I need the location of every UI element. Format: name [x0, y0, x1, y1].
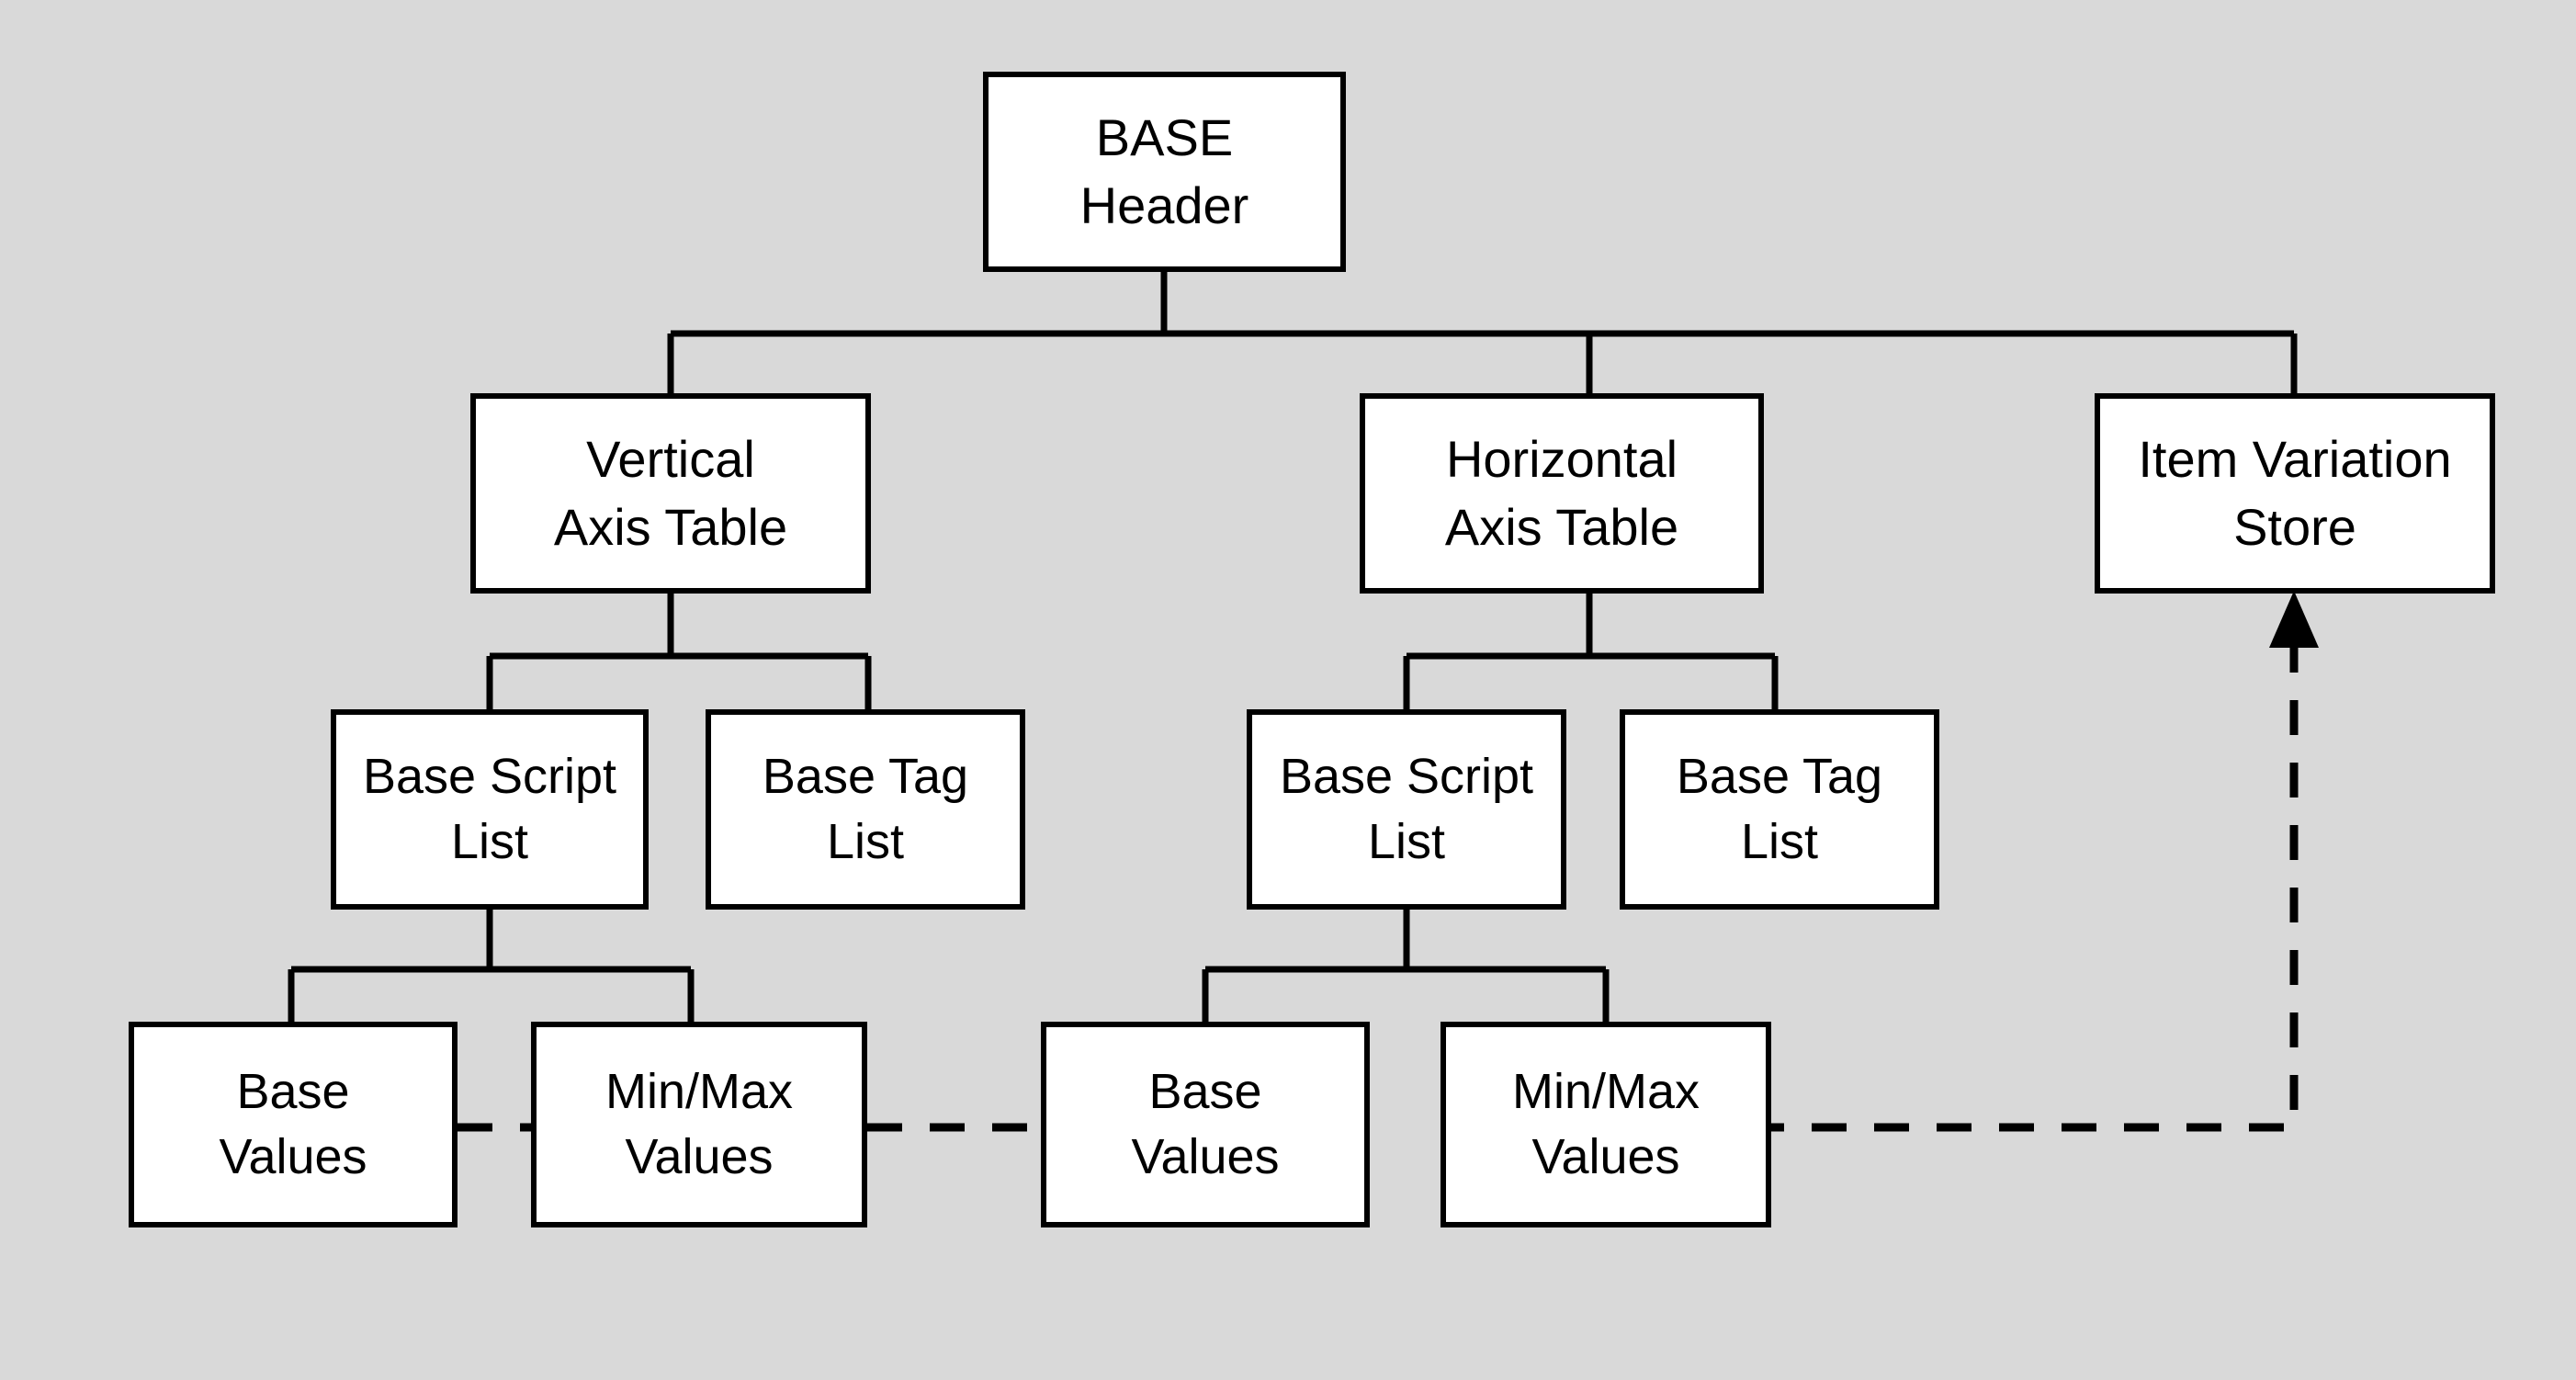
node-horizontal-base-tag-list-line2: List — [1740, 814, 1819, 869]
node-item-variation-store-line1: Item Variation — [2138, 430, 2452, 489]
node-vertical-base-script-list[interactable]: Base Script List — [331, 709, 649, 910]
node-vertical-minmax-values-line2: Values — [625, 1129, 774, 1184]
node-vertical-axis-table-line2: Axis Table — [553, 498, 788, 556]
node-horizontal-minmax-values-line2: Values — [1531, 1129, 1680, 1184]
node-vertical-base-tag-list-line1: Base Tag — [762, 748, 969, 804]
node-base-header-line2: Header — [1079, 176, 1249, 234]
node-horizontal-base-tag-list-line1: Base Tag — [1676, 748, 1883, 804]
node-horizontal-axis-table-line1: Horizontal — [1445, 430, 1678, 489]
node-horizontal-minmax-values[interactable]: Min/Max Values — [1441, 1022, 1771, 1227]
node-horizontal-minmax-values-line1: Min/Max — [1511, 1063, 1700, 1119]
node-item-variation-store[interactable]: Item Variation Store — [2095, 393, 2495, 594]
node-vertical-base-values-line2: Values — [219, 1129, 367, 1184]
node-item-variation-store-line2: Store — [2233, 498, 2356, 556]
node-horizontal-base-values[interactable]: Base Values — [1041, 1022, 1370, 1227]
node-horizontal-axis-table-line2: Axis Table — [1444, 498, 1679, 556]
node-horizontal-base-script-list-line2: List — [1367, 814, 1446, 869]
node-base-header[interactable]: BASE Header — [983, 72, 1346, 272]
node-vertical-base-script-list-line1: Base Script — [362, 748, 617, 804]
node-base-header-line1: BASE — [1095, 108, 1234, 167]
arrow-head-icon — [2269, 591, 2319, 648]
node-horizontal-base-values-line1: Base — [1148, 1063, 1262, 1119]
node-horizontal-axis-table[interactable]: Horizontal Axis Table — [1360, 393, 1764, 594]
node-horizontal-base-script-list-line1: Base Script — [1279, 748, 1534, 804]
node-horizontal-base-values-line2: Values — [1131, 1129, 1280, 1184]
node-vertical-base-values[interactable]: Base Values — [129, 1022, 458, 1227]
node-vertical-base-tag-list[interactable]: Base Tag List — [706, 709, 1025, 910]
node-vertical-axis-table-line1: Vertical — [586, 430, 755, 489]
node-vertical-base-script-list-line2: List — [450, 814, 529, 869]
node-vertical-axis-table[interactable]: Vertical Axis Table — [470, 393, 871, 594]
node-horizontal-base-script-list[interactable]: Base Script List — [1247, 709, 1566, 910]
node-vertical-minmax-values-line1: Min/Max — [604, 1063, 794, 1119]
node-vertical-base-values-line1: Base — [236, 1063, 350, 1119]
node-vertical-minmax-values[interactable]: Min/Max Values — [531, 1022, 867, 1227]
node-horizontal-base-tag-list[interactable]: Base Tag List — [1620, 709, 1939, 910]
node-vertical-base-tag-list-line2: List — [826, 814, 905, 869]
